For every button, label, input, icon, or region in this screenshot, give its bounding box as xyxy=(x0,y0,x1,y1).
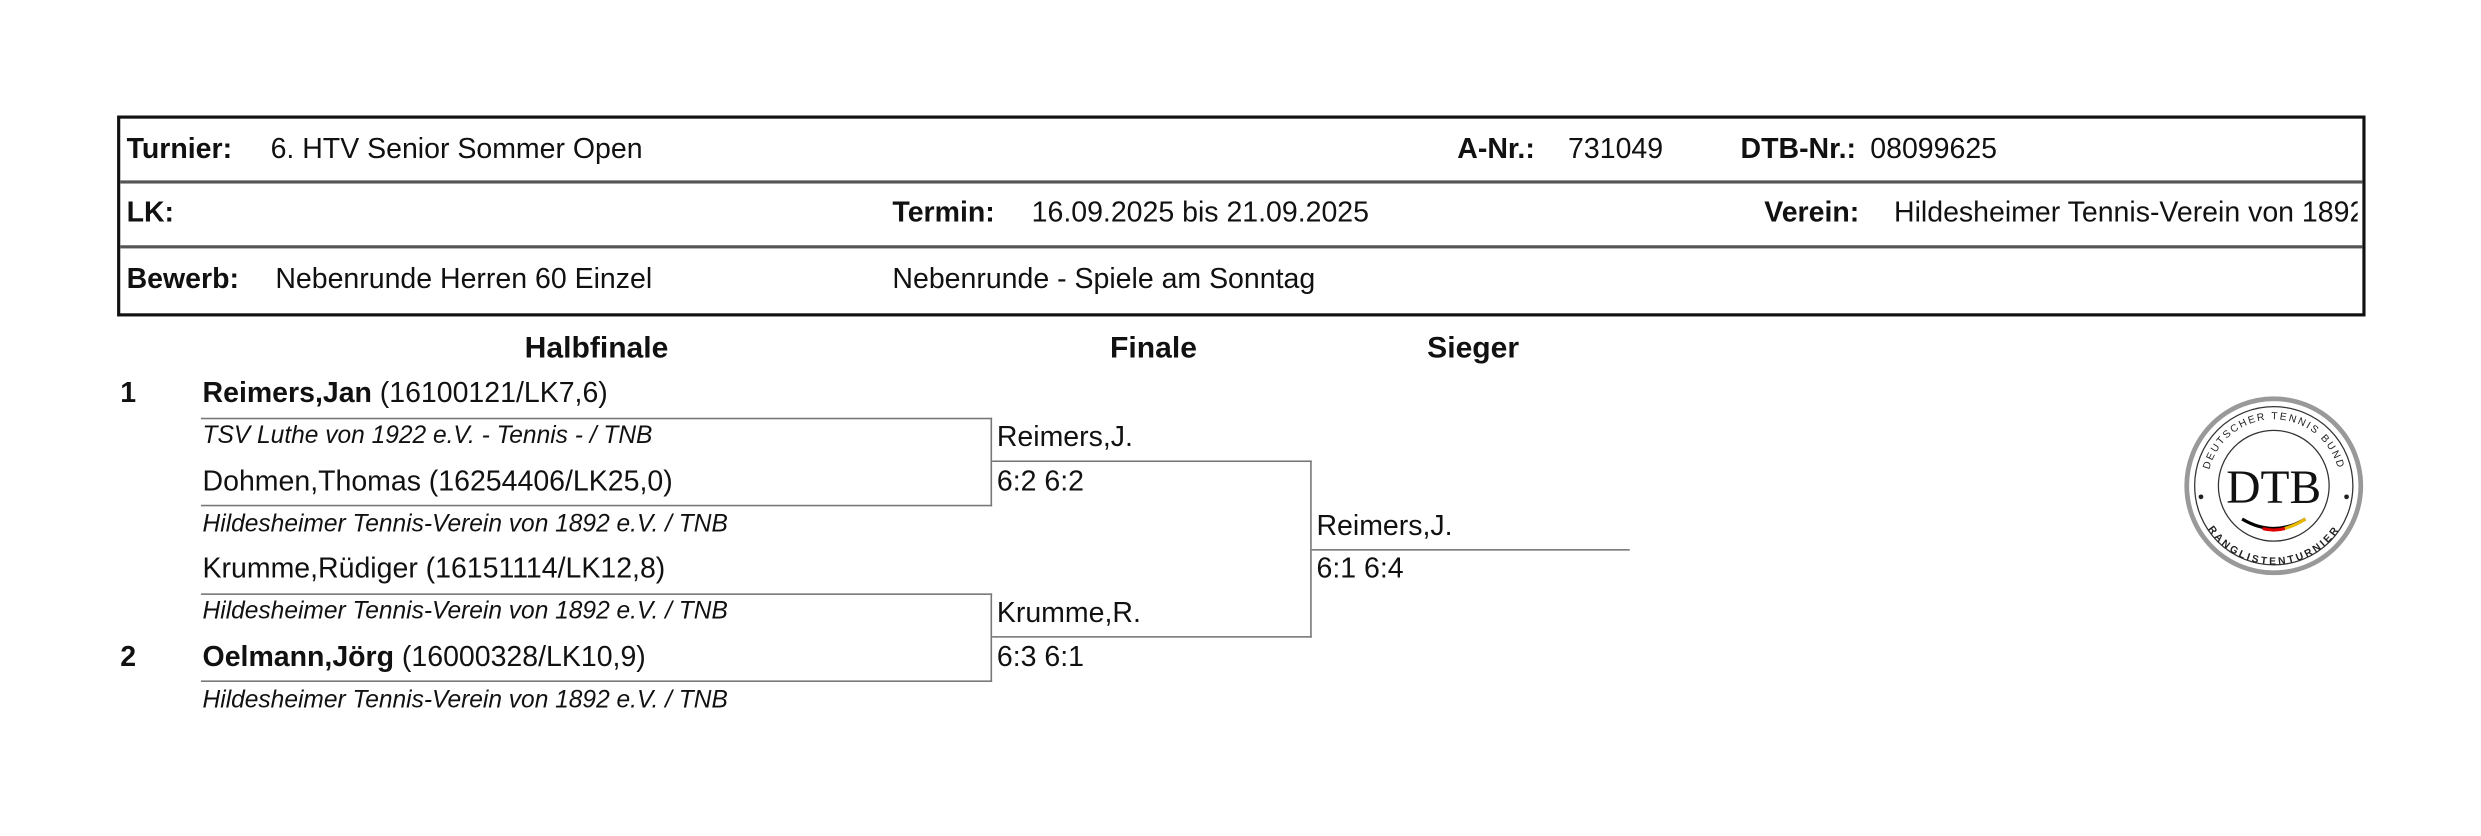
player-name: Reimers,Jan xyxy=(202,376,372,409)
dtbnr-label: DTB-Nr.: xyxy=(1740,132,1857,165)
bracket-line xyxy=(1310,460,1312,638)
divider xyxy=(120,180,2363,183)
bracket-line xyxy=(200,417,993,420)
bewerb-note: Nebenrunde - Spiele am Sonntag xyxy=(892,262,1316,295)
seed-number: 1 xyxy=(120,376,137,409)
logo-dtb-letters: DTB xyxy=(2226,462,2321,514)
player-club: Hildesheimer Tennis-Verein von 1892 e.V.… xyxy=(202,686,728,714)
bracket-line xyxy=(200,680,993,682)
sieger-winner: Reimers,J. xyxy=(1316,509,1453,542)
round-header-halbfinale: Halbfinale xyxy=(524,332,669,366)
player-club: Hildesheimer Tennis-Verein von 1892 e.V.… xyxy=(202,598,728,626)
bracket-line xyxy=(992,460,1312,463)
bracket-line xyxy=(1311,549,1630,551)
player-name: Krumme,Rüdiger xyxy=(202,552,418,584)
bracket-line xyxy=(990,417,993,507)
tournament-info-box xyxy=(117,115,2366,317)
player-name: Oelmann,Jörg xyxy=(202,640,395,673)
termin-value: 16.09.2025 bis 21.09.2025 xyxy=(1031,196,1369,228)
finale-winner: Reimers,J. xyxy=(996,420,1133,453)
logo-outer-ring xyxy=(2184,396,2364,576)
anr-label: A-Nr.: xyxy=(1457,132,1535,165)
bracket-line xyxy=(990,593,993,682)
player-id: (16000328/LK10,9) xyxy=(401,640,646,673)
sieger-score: 6:1 6:4 xyxy=(1316,552,1404,584)
turnier-value: 6. HTV Senior Sommer Open xyxy=(270,132,643,165)
seed-number: 2 xyxy=(120,640,137,673)
round-header-sieger: Sieger xyxy=(1427,332,1520,366)
dtb-logo: DEUTSCHER TENNIS BUND RANGLISTENTURNIER … xyxy=(2184,396,2364,576)
dtbnr-value: 08099625 xyxy=(1870,132,1998,165)
bewerb-value: Nebenrunde Herren 60 Einzel xyxy=(275,262,653,295)
divider xyxy=(120,245,2363,248)
finale-score: 6:3 6:1 xyxy=(996,640,1084,673)
player-id: (16254406/LK25,0) xyxy=(428,465,673,497)
round-header-finale: Finale xyxy=(1110,332,1197,366)
verein-clip: Hildesheimer Tennis-Verein von 1892 e.V. xyxy=(1894,195,2358,230)
finale-score: 6:2 6:2 xyxy=(996,465,1084,497)
player-name: Dohmen,Thomas xyxy=(202,465,421,497)
bracket-line xyxy=(992,636,1312,638)
lk-label: LK: xyxy=(126,196,175,228)
player-club: Hildesheimer Tennis-Verein von 1892 e.V.… xyxy=(202,511,728,538)
bracket-line xyxy=(200,504,993,507)
player-club: TSV Luthe von 1922 e.V. - Tennis - / TNB xyxy=(202,422,653,450)
finale-winner: Krumme,R. xyxy=(996,596,1141,629)
player-id: (16100121/LK7,6) xyxy=(379,376,608,409)
verein-label: Verein: xyxy=(1764,196,1860,228)
turnier-label: Turnier: xyxy=(126,132,233,165)
player-id: (16151114/LK12,8) xyxy=(425,552,666,584)
anr-value: 731049 xyxy=(1568,132,1664,165)
bracket-line xyxy=(200,593,993,595)
termin-label: Termin: xyxy=(892,196,995,228)
verein-value: Hildesheimer Tennis-Verein von 1892 e.V. xyxy=(1894,196,2358,228)
bewerb-label: Bewerb: xyxy=(126,262,239,295)
